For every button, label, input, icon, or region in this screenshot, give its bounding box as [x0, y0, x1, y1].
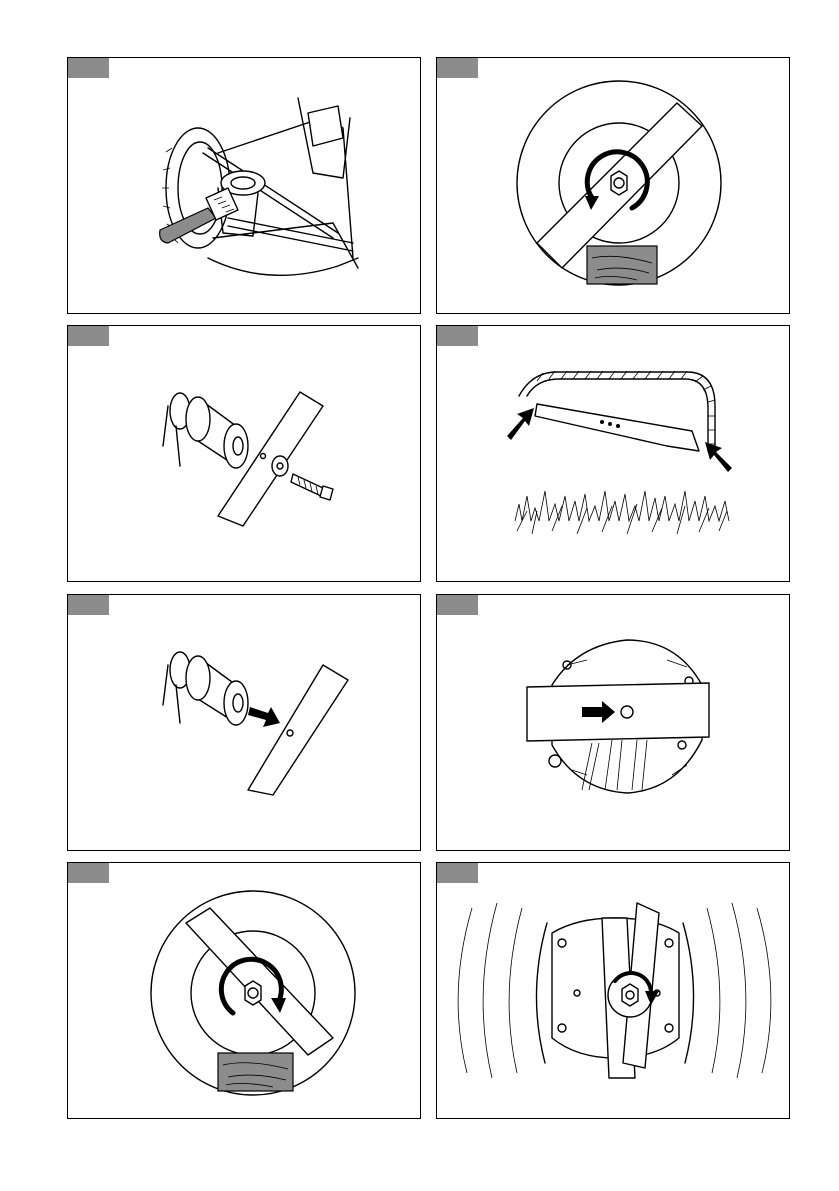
blade-mount-arrow-icon	[68, 595, 420, 850]
blade-tighten-bolt-icon	[68, 863, 420, 1118]
blade-exploded-bolt-washer-icon	[68, 326, 420, 581]
blade-loosen-bolt-icon	[437, 58, 789, 313]
figure-panel-2	[436, 57, 790, 314]
figure-panel-8	[436, 862, 790, 1119]
blade-sharp-edges-grass-icon	[437, 326, 789, 581]
figure-panel-7	[67, 862, 421, 1119]
blade-rotation-check-icon	[437, 863, 789, 1118]
blade-center-hole-arrow-icon	[437, 595, 789, 850]
figure-panel-3	[67, 325, 421, 582]
figure-panel-1	[67, 57, 421, 314]
figure-panel-4	[436, 325, 790, 582]
figure-panel-5	[67, 594, 421, 851]
lawnmower-underside-brush-icon	[68, 58, 420, 313]
figure-panel-6	[436, 594, 790, 851]
